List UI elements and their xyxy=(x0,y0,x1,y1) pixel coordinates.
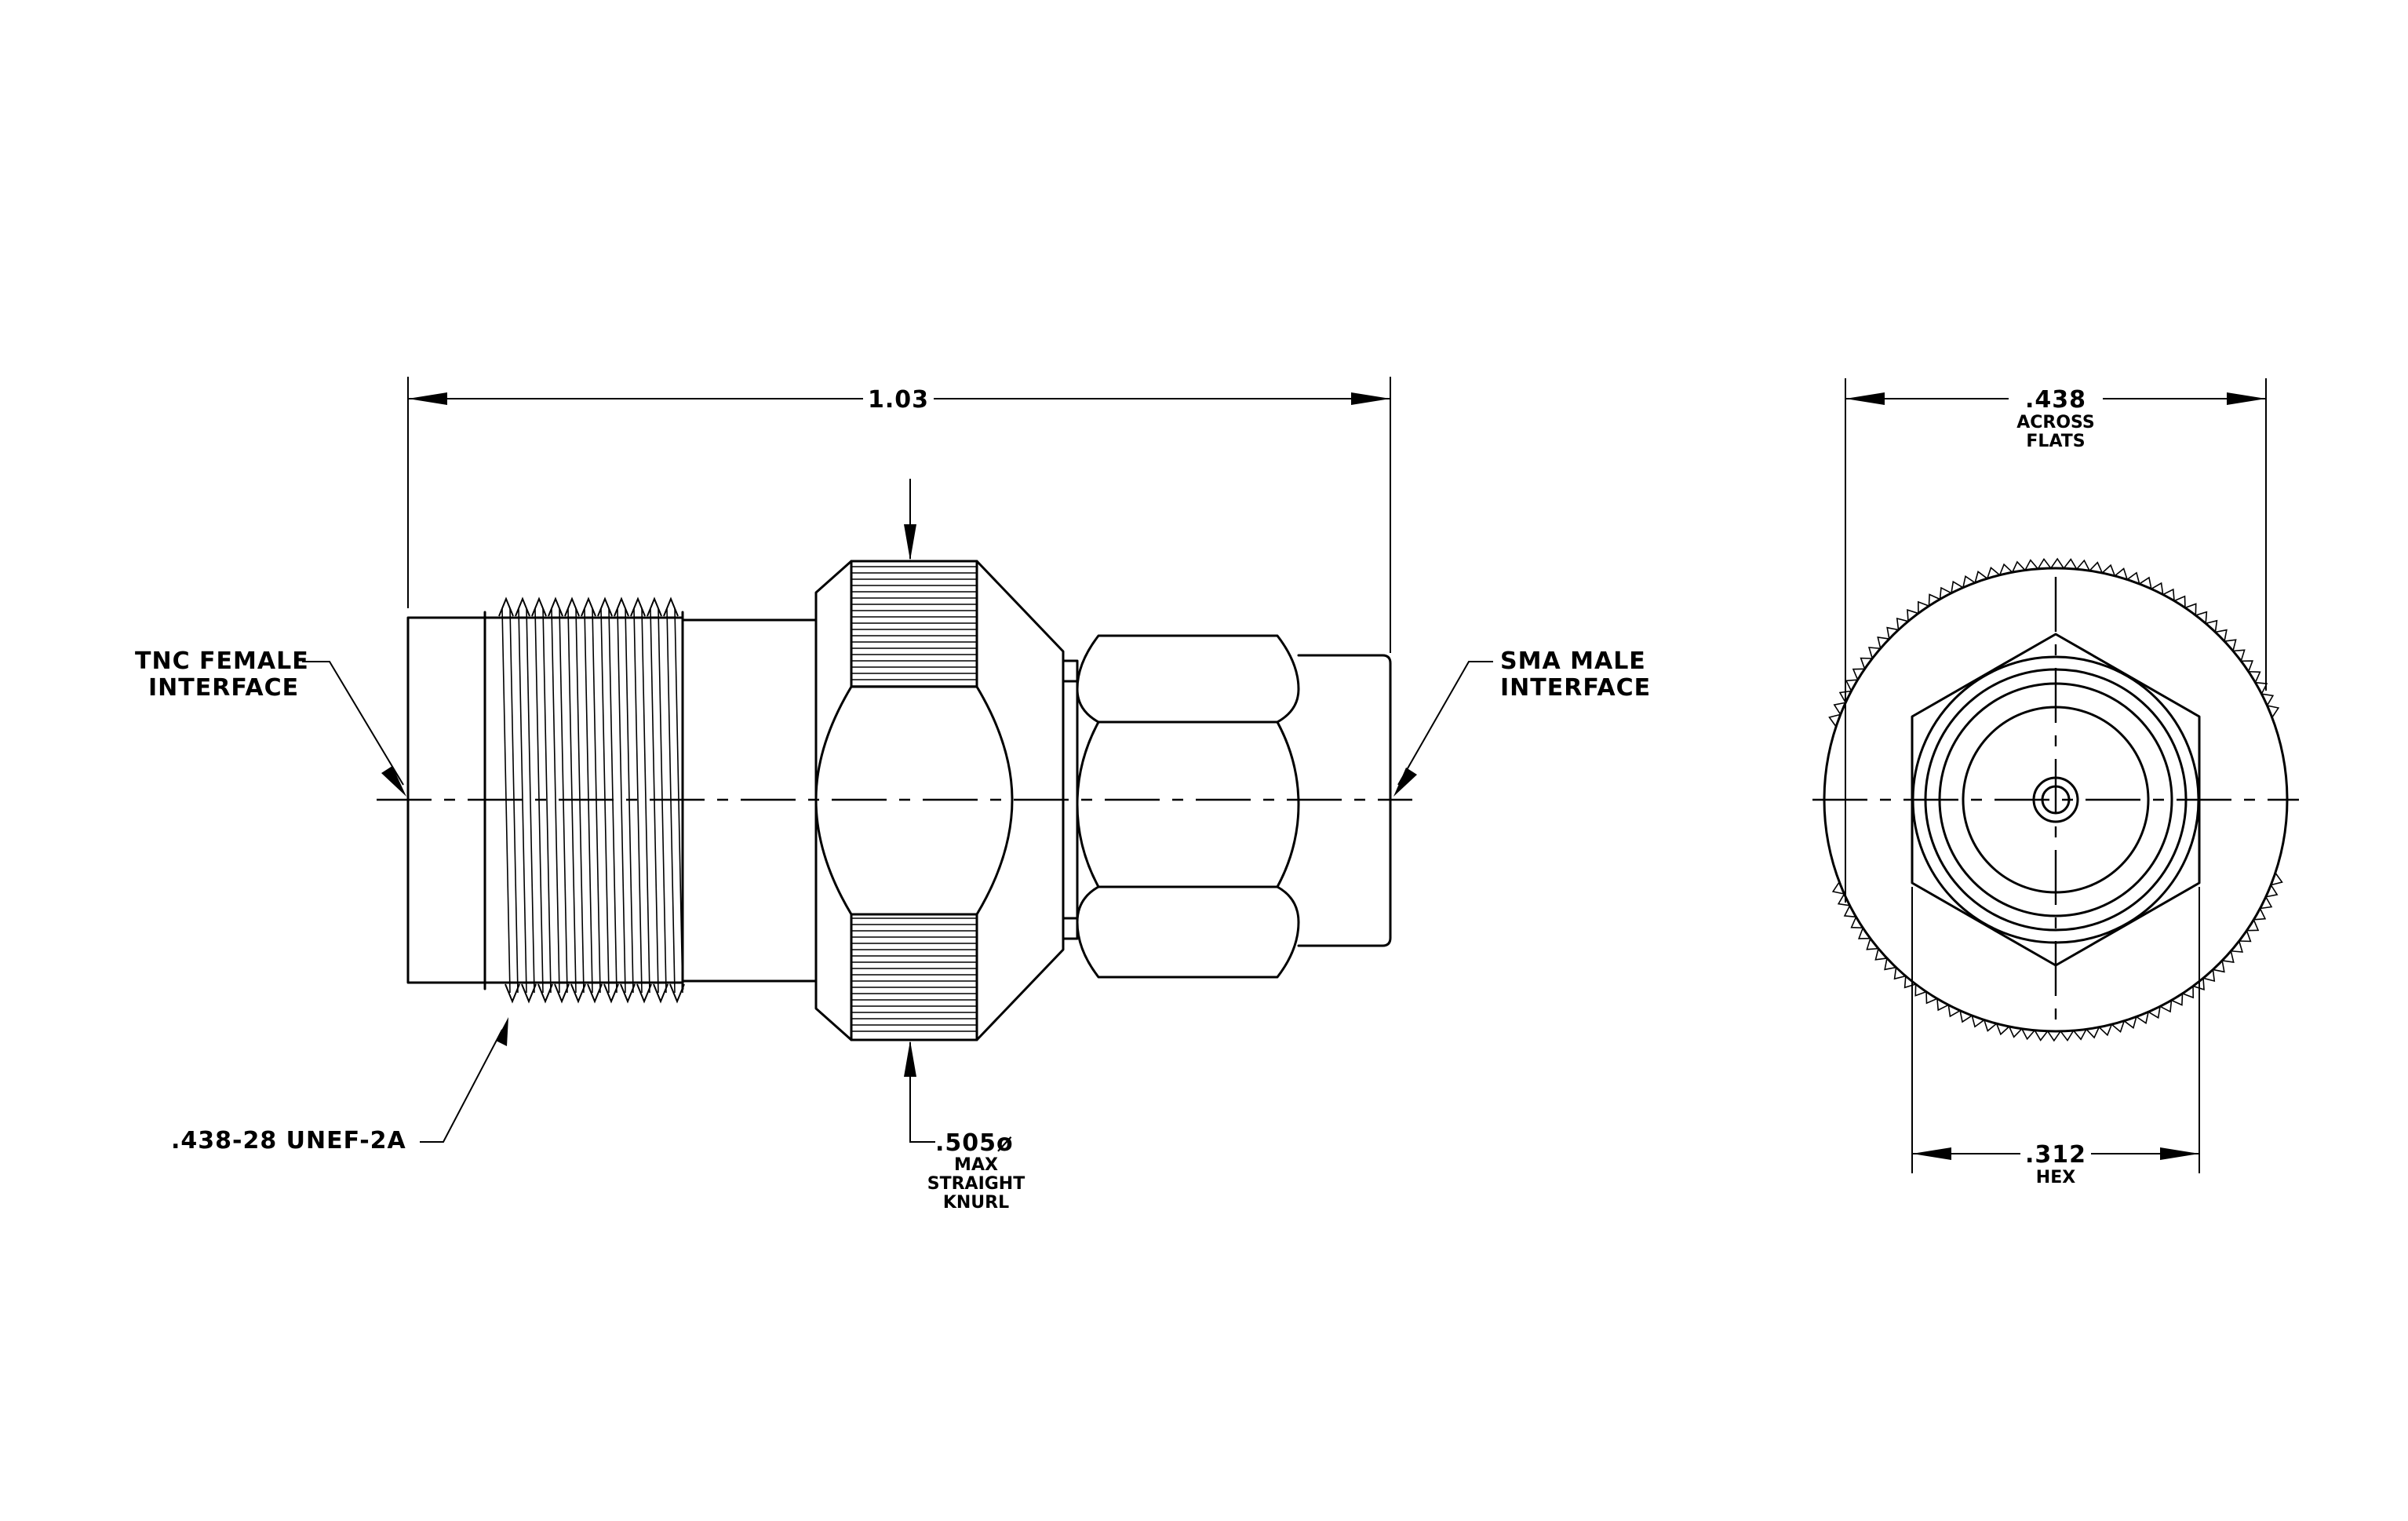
end-view: .438 ACROSS FLATS .312 HEX xyxy=(1812,378,2299,1187)
hex-outline xyxy=(1911,633,2201,967)
overall-length-dimension: 1.03 xyxy=(407,377,1391,653)
hex-dim-text: .312 xyxy=(2025,1141,2086,1169)
body-mid xyxy=(681,618,818,983)
knurl-diameter-callout: .505ø MAX STRAIGHT KNURL xyxy=(904,479,1025,1213)
thread-callout: .438-28 UNEF-2A xyxy=(171,1017,508,1154)
sma-hex-nut xyxy=(1076,634,1300,979)
flats-note-flats: FLATS xyxy=(2026,432,2085,451)
flats-dim-text: .438 xyxy=(2025,386,2086,414)
overall-length-text: 1.03 xyxy=(868,386,929,414)
knurl-lines xyxy=(851,566,977,1032)
thread-lines xyxy=(501,607,683,994)
sma-front-body xyxy=(1297,654,1392,947)
knurl-note-straight: STRAIGHT xyxy=(927,1174,1025,1194)
tnc-label-line1: TNC FEMALE xyxy=(135,647,309,675)
hex-dimension: .312 HEX xyxy=(1911,887,2200,1187)
across-flats-dimension: .438 ACROSS FLATS xyxy=(1845,378,2267,903)
flats-note-across: ACROSS xyxy=(2016,413,2095,432)
tnc-rear-body xyxy=(406,616,490,984)
thread-crests xyxy=(498,596,685,1004)
side-view: 1.03 xyxy=(135,377,1651,1213)
sma-callout: SMA MALE INTERFACE xyxy=(1393,647,1651,797)
knurl-dim-text: .505ø xyxy=(935,1129,1014,1157)
threaded-section xyxy=(483,596,685,1004)
knurl-teeth xyxy=(1828,557,2283,1042)
knurl-note-knurl: KNURL xyxy=(943,1193,1009,1213)
sma-label-line2: INTERFACE xyxy=(1500,674,1651,702)
tnc-label-line2: INTERFACE xyxy=(148,674,299,702)
hex-note: HEX xyxy=(2036,1168,2075,1187)
concentric-rings xyxy=(1911,655,2200,944)
sma-label-line1: SMA MALE xyxy=(1500,647,1646,675)
tnc-callout: TNC FEMALE INTERFACE xyxy=(135,647,406,797)
thread-callout-text: .438-28 UNEF-2A xyxy=(171,1127,406,1154)
knurl-outer-ring xyxy=(1823,557,2289,1042)
knurl-note-max: MAX xyxy=(954,1155,998,1175)
knurl-nut xyxy=(814,560,1065,1041)
